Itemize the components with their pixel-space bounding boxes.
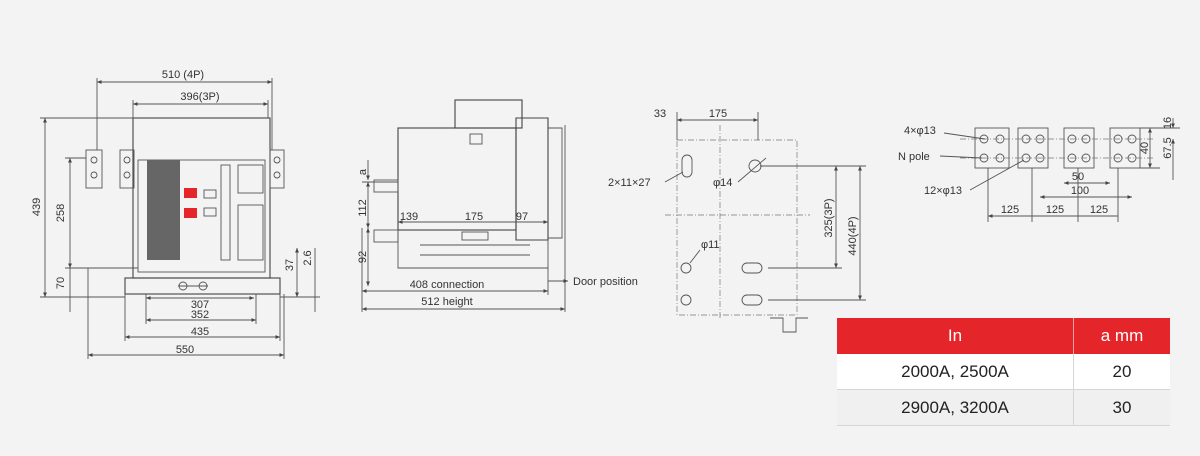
dim-67-5: 67.5: [1162, 137, 1174, 158]
header-a-mm: a mm: [1073, 318, 1170, 354]
dim-307: 307: [191, 299, 209, 311]
dim-125-a: 125: [1001, 204, 1019, 216]
dim-510: 510 (4P): [162, 69, 204, 81]
side-view: a 112 92 139 175 97 408 connection 512 h…: [357, 99, 638, 312]
holes-12-phi13: 12×φ13: [924, 185, 962, 197]
front-grille: [147, 160, 180, 260]
dim-97: 97: [516, 211, 528, 223]
dim-125-c: 125: [1090, 204, 1108, 216]
n-pole-label: N pole: [898, 151, 930, 163]
dim-50: 50: [1072, 171, 1084, 183]
indicator-red-bottom: [184, 208, 197, 218]
dim-440-4p: 440(4P): [847, 216, 859, 255]
rating-table: In a mm 2000A, 2500A 20 2900A, 3200A 30: [837, 318, 1170, 426]
hole-phi11: φ11: [701, 239, 720, 251]
door-position-label: Door position: [573, 276, 638, 288]
table-row: 2900A, 3200A 30: [837, 389, 1170, 426]
slot-2x11x27: 2×11×27: [608, 177, 651, 189]
table-header-row: In a mm: [837, 318, 1170, 354]
dim-439: 439: [31, 198, 43, 216]
dim-435: 435: [191, 326, 209, 338]
dim-2-6: 2.6: [302, 250, 314, 265]
busbar-view: 4×φ13 N pole 12×φ13 16 67.5 40 50 100 12…: [898, 117, 1180, 222]
dim-175-side: 175: [465, 211, 483, 223]
dim-352: 352: [191, 309, 209, 321]
dim-550: 550: [176, 344, 194, 356]
dim-100: 100: [1071, 185, 1089, 197]
dim-16: 16: [1162, 117, 1174, 129]
cell-current: 2900A, 3200A: [837, 389, 1074, 426]
hole-phi14: φ14: [713, 177, 732, 189]
indicator-red-top: [184, 188, 197, 198]
dim-512-height: 512 height: [421, 296, 472, 308]
header-in: In: [837, 318, 1074, 354]
dim-40: 40: [1139, 142, 1151, 154]
mounting-view: 33 175 2×11×27 φ14 φ11 325(3P) 440(4P): [608, 108, 866, 333]
front-view: 510 (4P) 396(3P) 439 258 70 37 2.6 307 3…: [31, 69, 320, 359]
dim-37: 37: [284, 259, 296, 271]
dim-70: 70: [55, 277, 67, 289]
table-row: 2000A, 2500A 20: [837, 354, 1170, 390]
cell-a-mm: 30: [1073, 389, 1170, 426]
dim-175-mount: 175: [709, 108, 727, 120]
dim-112: 112: [357, 199, 369, 217]
dim-396: 396(3P): [180, 91, 219, 103]
dim-33: 33: [654, 108, 666, 120]
cell-current: 2000A, 2500A: [837, 354, 1074, 390]
dim-125-b: 125: [1046, 204, 1064, 216]
dim-325-3p: 325(3P): [823, 198, 835, 237]
dim-139: 139: [400, 211, 418, 223]
dim-408-connection: 408 connection: [410, 279, 485, 291]
dim-92: 92: [357, 251, 369, 263]
holes-4-phi13: 4×φ13: [904, 125, 936, 137]
label-a: a: [357, 168, 369, 175]
dim-258: 258: [55, 204, 67, 222]
cell-a-mm: 20: [1073, 354, 1170, 390]
